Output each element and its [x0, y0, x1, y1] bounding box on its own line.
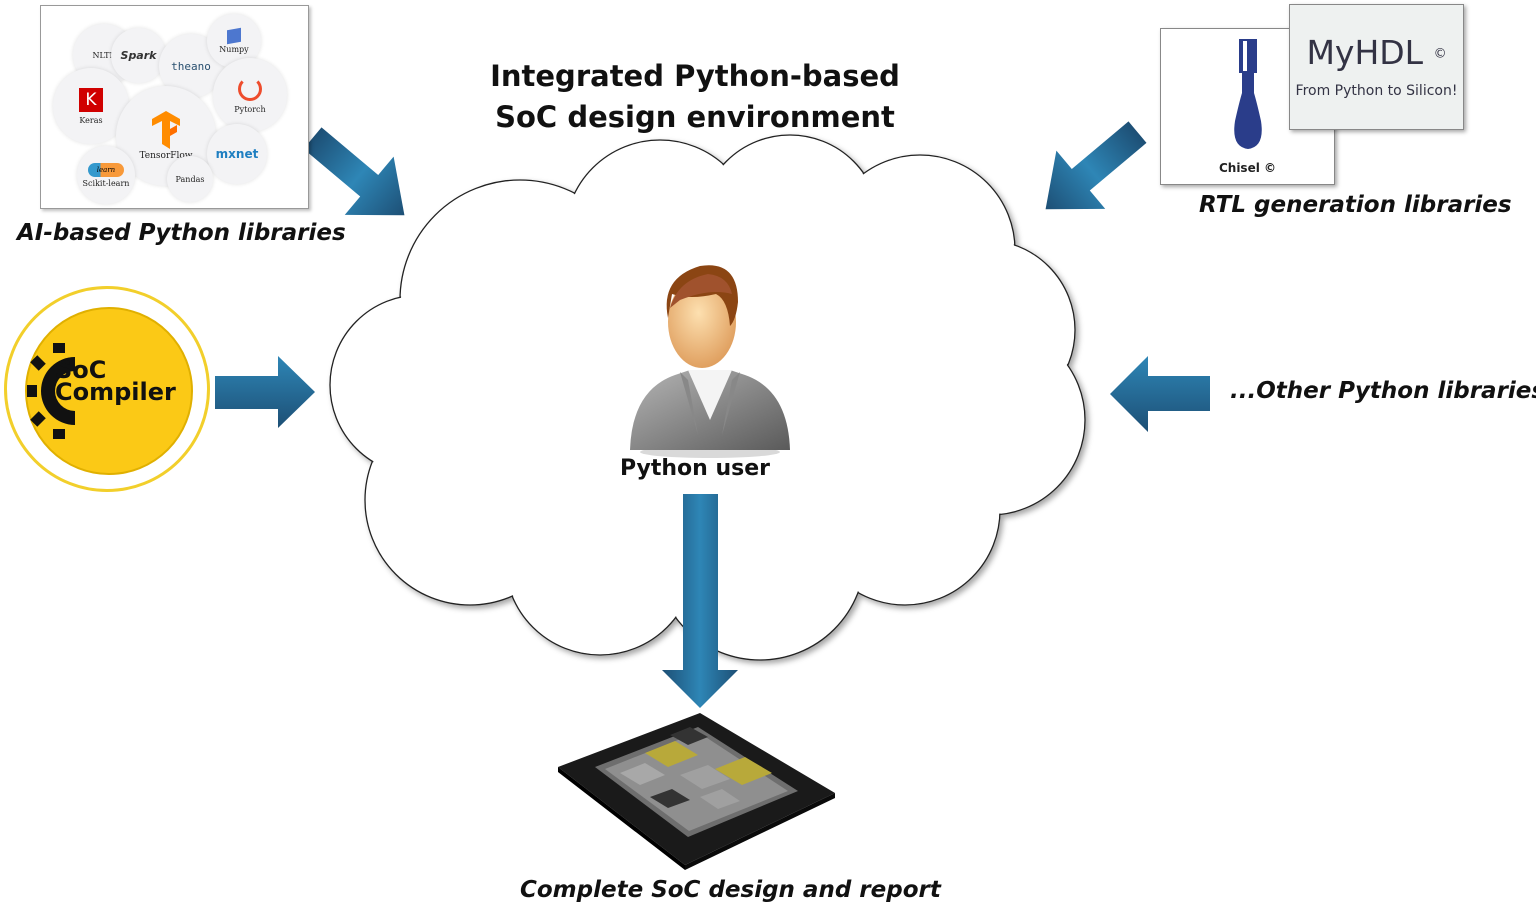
- pandas-bubble: Pandas: [167, 156, 213, 202]
- scikit-learn-icon: learn: [88, 162, 124, 177]
- myhdl-card: MyHDL © From Python to Silicon!: [1289, 4, 1464, 130]
- title-line-2: SoC design environment: [495, 100, 895, 134]
- ai-libraries-panel: NLTK Spark theano Numpy K Keras TensorFl…: [40, 5, 309, 209]
- soc-compiler-logo: SoC Compiler: [4, 286, 210, 492]
- scikit-learn-label: Scikit-learn: [82, 178, 130, 188]
- chisel-icon: [1234, 39, 1262, 149]
- gear-icon: [27, 343, 75, 439]
- mxnet-label: mxnet: [215, 147, 259, 161]
- other-libraries-caption: ...Other Python libraries: [1230, 378, 1536, 404]
- soc-compiler-text: SoC Compiler: [55, 356, 176, 406]
- mxnet-bubble: mxnet: [207, 124, 267, 184]
- keras-icon: K: [79, 87, 103, 112]
- rtl-libraries-caption: RTL generation libraries: [1199, 192, 1512, 218]
- arrow-user-to-soc: [662, 494, 738, 708]
- user-icon: [630, 265, 790, 458]
- python-user-label: Python user: [619, 456, 770, 481]
- pytorch-icon: [238, 76, 262, 101]
- tensorflow-icon: [152, 111, 180, 149]
- chip-block-gold-1: [645, 741, 698, 767]
- numpy-icon: [227, 27, 241, 44]
- pandas-label: Pandas: [175, 174, 205, 184]
- diagram-title: Integrated Python-based SoC design envir…: [470, 56, 920, 138]
- myhdl-title: MyHDL: [1306, 33, 1424, 72]
- spark-bubble: Spark: [111, 28, 166, 83]
- arrow-soc-to-cloud: [215, 356, 315, 428]
- keras-label: Keras: [79, 115, 103, 125]
- nltk-label: NLTK: [92, 50, 116, 60]
- soc-compiler-line-1: SoC: [55, 356, 107, 384]
- pytorch-label: Pytorch: [234, 104, 266, 114]
- tensorflow-label: TensorFlow: [139, 151, 193, 161]
- myhdl-copyright: ©: [1433, 46, 1447, 62]
- arrow-rtl-to-cloud: [1045, 121, 1147, 210]
- ai-libraries-caption: AI-based Python libraries: [17, 220, 346, 246]
- soc-compiler-line-2: Compiler: [55, 378, 176, 406]
- numpy-label: Numpy: [219, 44, 249, 54]
- soc-chip-image: [558, 713, 835, 870]
- theano-label: theano: [171, 59, 211, 73]
- myhdl-tagline: From Python to Silicon!: [1295, 82, 1458, 99]
- pytorch-bubble: Pytorch: [213, 58, 287, 132]
- arrow-ai-to-cloud: [303, 127, 405, 216]
- chip-block-gold-2: [715, 757, 772, 785]
- spark-label: Spark: [120, 49, 157, 62]
- output-caption: Complete SoC design and report: [520, 877, 941, 903]
- chisel-label: Chisel ©: [1218, 161, 1277, 175]
- scikit-learn-bubble: learn Scikit-learn: [77, 146, 135, 204]
- arrow-other-to-cloud: [1110, 356, 1210, 432]
- title-line-1: Integrated Python-based: [490, 59, 900, 93]
